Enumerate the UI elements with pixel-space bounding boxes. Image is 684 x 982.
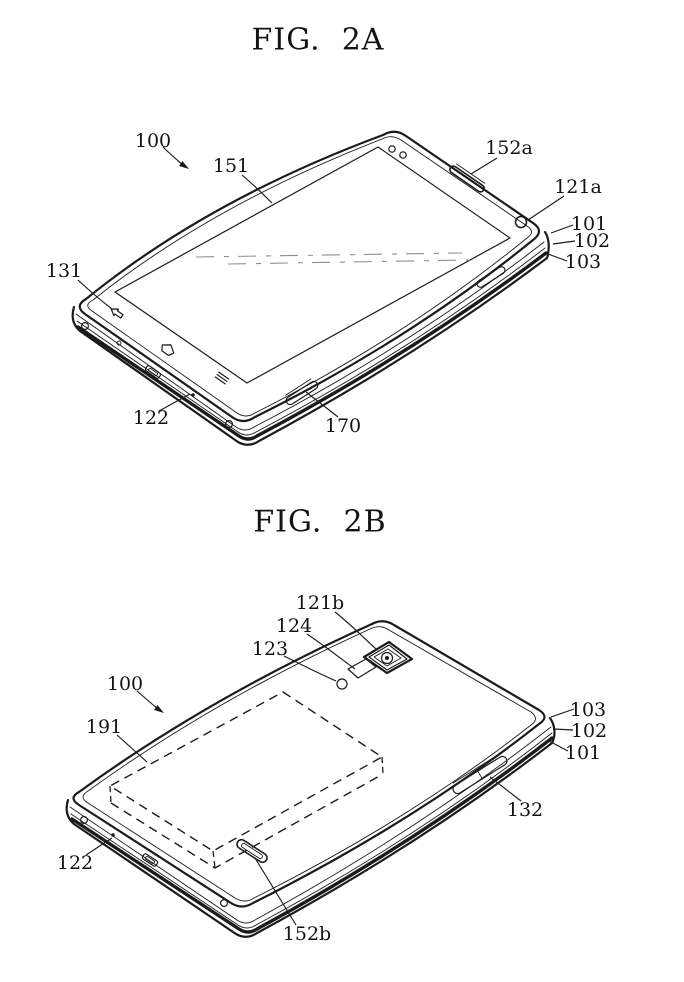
phone-2a-glass-inner-line — [87, 136, 532, 417]
microphone-hole — [191, 393, 195, 397]
ref-2a-121a: 121a — [554, 176, 602, 198]
rear-camera — [362, 640, 414, 675]
figure-2a-leader-lines — [77, 146, 576, 418]
leader-103b — [550, 708, 575, 718]
ref-2a-151: 151 — [212, 155, 250, 177]
case-screw-2 — [225, 420, 234, 429]
phone-2a-side-silhouette — [71, 230, 550, 446]
phone-2a-side-layer-3-rear-case — [76, 251, 548, 441]
home-key-icon — [161, 344, 175, 356]
display-screen-outline — [114, 146, 511, 384]
ref-2a-122: 122 — [132, 407, 170, 429]
usb-port — [144, 365, 162, 379]
ref-2a-103: 103 — [564, 251, 602, 273]
phone-2b-cover-seam — [82, 626, 536, 902]
ref-2b-122: 122 — [56, 852, 94, 874]
ref-2a-102: 102 — [573, 230, 611, 252]
rear-sensor — [336, 678, 348, 690]
leader-121b — [334, 611, 377, 650]
side-key-upper — [476, 266, 506, 288]
menu-key-icon — [214, 371, 230, 385]
proximity-sensor-2 — [399, 151, 407, 159]
phone-2b-side-layer-1 — [69, 726, 552, 924]
ref-2a-131: 131 — [45, 260, 83, 282]
figure-2a-title: FIG. 2A — [251, 22, 385, 58]
ref-2b-191: 191 — [85, 716, 123, 738]
figure-2b-title: FIG. 2B — [253, 504, 387, 540]
leader-152b — [254, 857, 297, 926]
ref-2b-132: 132 — [506, 799, 544, 821]
screen-reflection-lines — [195, 252, 471, 265]
phone-2b-side-silhouette — [65, 716, 556, 938]
proximity-sensor-1 — [388, 145, 396, 153]
volume-key — [452, 753, 508, 795]
leader-123 — [283, 655, 337, 682]
case-screw-3 — [79, 815, 88, 824]
leader-101 — [550, 224, 574, 234]
ref-2b-102: 102 — [570, 720, 608, 742]
phone-2a-side-layer-1 — [75, 241, 545, 431]
leader-152a — [470, 157, 498, 175]
leader-122b — [85, 837, 113, 856]
leader-122 — [158, 393, 191, 412]
leader-100b-arrowhead — [154, 705, 164, 713]
leader-102 — [552, 240, 576, 245]
leader-121a — [527, 195, 565, 221]
phone-2b-rear-face-outline — [72, 620, 546, 908]
leader-100-arrowhead — [179, 161, 189, 169]
ref-2a-170: 170 — [324, 415, 362, 437]
case-screw-1 — [80, 322, 89, 331]
leader-101b — [548, 740, 569, 752]
ref-2b-124: 124 — [275, 615, 313, 637]
leader-131 — [77, 279, 113, 310]
usb-port-rear — [141, 853, 159, 867]
figure-2b-drawing — [65, 611, 575, 938]
front-camera-lens — [514, 215, 528, 229]
phone-2a-front-face-outline — [78, 130, 541, 423]
leader-103 — [547, 253, 568, 262]
earjack-hole — [116, 340, 122, 346]
ref-2a-100: 100 — [134, 130, 172, 152]
ref-2b-103: 103 — [569, 699, 607, 721]
battery-outline — [108, 691, 384, 869]
earpiece-slot — [449, 163, 486, 193]
leader-132 — [489, 776, 522, 802]
rear-speaker-slot — [236, 838, 268, 864]
ref-2a-101: 101 — [570, 213, 608, 235]
ref-2b-101: 101 — [564, 742, 602, 764]
leader-170 — [305, 391, 339, 418]
leader-151 — [241, 174, 273, 204]
ref-2b-100: 100 — [106, 673, 144, 695]
leader-102b — [553, 728, 574, 731]
phone-2a-side-layer-2 — [76, 247, 546, 436]
ref-2b-123: 123 — [251, 638, 289, 660]
phone-2b-side-layer-2 — [70, 732, 553, 929]
ref-2b-121b: 121b — [295, 592, 345, 614]
ref-2a-152a: 152a — [485, 137, 533, 159]
figure-2b-leader-lines — [85, 611, 575, 926]
microphone-hole-rear — [111, 833, 115, 837]
back-key-icon — [110, 308, 124, 319]
case-screw-4 — [220, 898, 229, 907]
phone-2b-side-layer-3-front-case — [70, 736, 554, 934]
side-key-170 — [285, 378, 319, 406]
figure-2a-drawing — [71, 130, 576, 446]
ref-2b-152b: 152b — [282, 923, 332, 945]
leader-191 — [116, 734, 148, 763]
flash-window — [347, 658, 377, 679]
leader-124 — [306, 633, 356, 670]
